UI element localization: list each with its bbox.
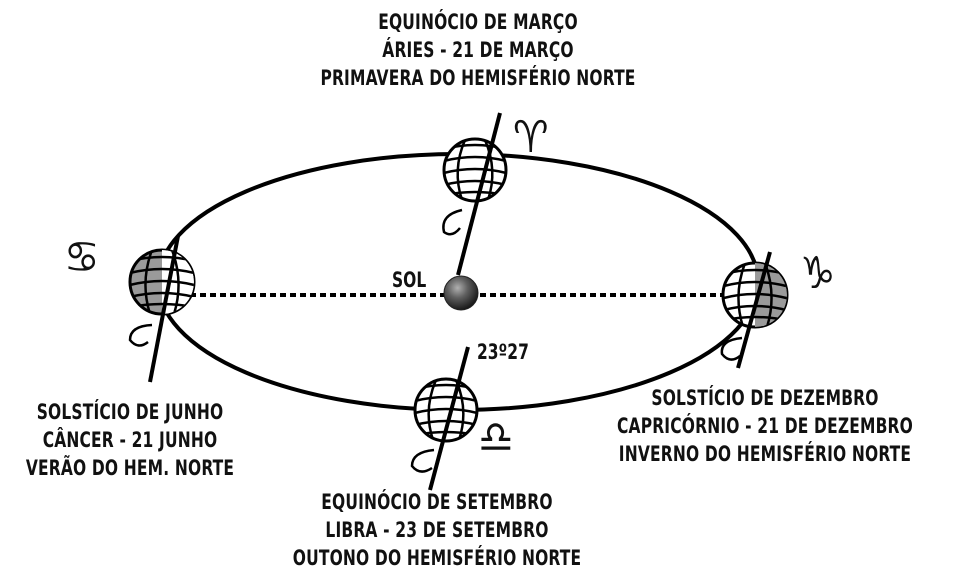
september-equinox-label: EQUINÓCIO DE SETEMBRO LIBRA - 23 DE SETE… — [273, 488, 601, 572]
december-line-3: INVERNO DO HEMISFÉRIO NORTE — [618, 442, 912, 466]
december-line-1: SOLSTÍCIO DE DEZEMBRO — [651, 386, 879, 410]
december-solstice-label: SOLSTÍCIO DE DEZEMBRO CAPRICÓRNIO - 21 D… — [601, 384, 929, 468]
june-line-2: CÂNCER - 21 JUNHO — [42, 428, 218, 452]
axial-tilt-label: 23º27 — [477, 340, 529, 364]
march-line-2: ÁRIES - 21 DE MARÇO — [382, 38, 574, 62]
march-line-3: PRIMAVERA DO HEMISFÉRIO NORTE — [320, 66, 636, 90]
march-line-1: EQUINÓCIO DE MARÇO — [378, 10, 578, 34]
march-equinox-label: EQUINÓCIO DE MARÇO ÁRIES - 21 DE MARÇO P… — [314, 8, 642, 92]
cancer-symbol: ♋ — [64, 232, 100, 283]
sun-label: SOL — [392, 268, 427, 292]
earth-march — [442, 112, 508, 276]
june-line-1: SOLSTÍCIO DE JUNHO — [36, 400, 224, 424]
libra-symbol: ♎ — [478, 412, 514, 463]
september-line-1: EQUINÓCIO DE SETEMBRO — [321, 490, 553, 514]
december-line-2: CAPRICÓRNIO - 21 DE DEZEMBRO — [617, 414, 913, 438]
september-line-2: LIBRA - 23 DE SETEMBRO — [325, 518, 549, 542]
earth-september — [410, 346, 479, 491]
capricorn-symbol: ♑ — [800, 248, 836, 299]
sun — [443, 275, 479, 311]
aries-symbol: ♈ — [513, 112, 549, 163]
earth-june — [128, 235, 196, 383]
june-solstice-label: SOLSTÍCIO DE JUNHO CÂNCER - 21 JUNHO VER… — [7, 398, 253, 482]
september-line-3: OUTONO DO HEMISFÉRIO NORTE — [292, 546, 582, 570]
earth-december — [720, 251, 789, 369]
june-line-3: VERÃO DO HEM. NORTE — [25, 456, 235, 480]
